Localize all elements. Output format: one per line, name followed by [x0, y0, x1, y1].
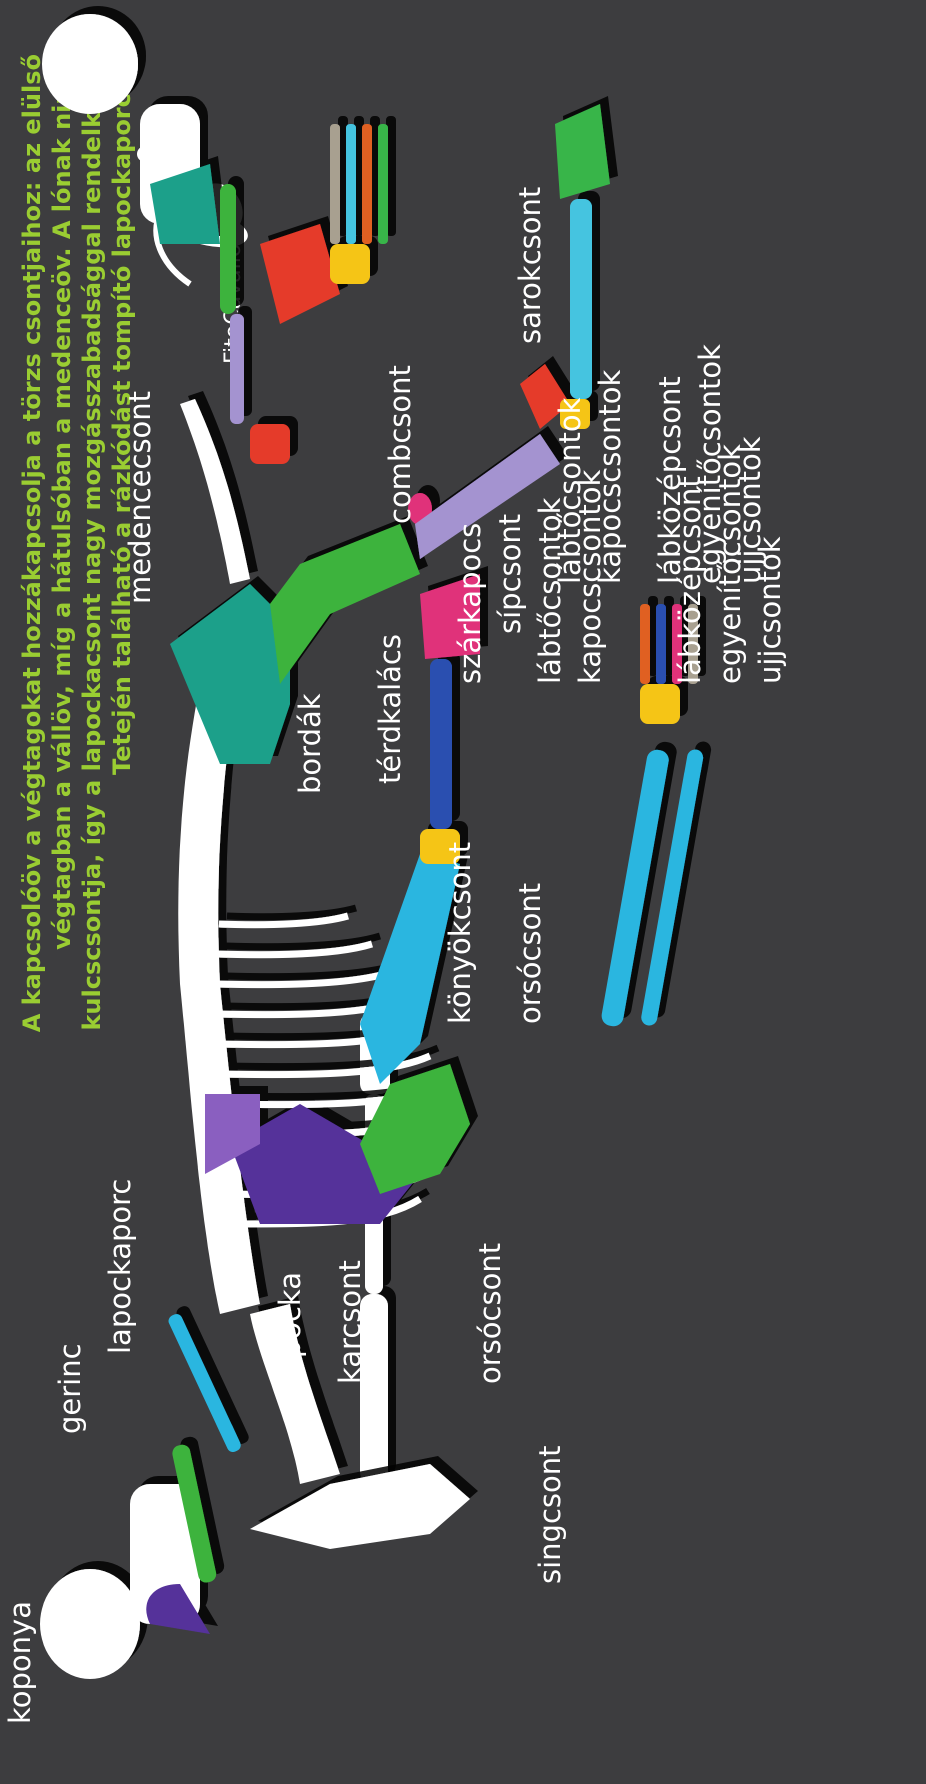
label-combcsont: combcsont — [383, 365, 417, 524]
detail-carpals — [640, 684, 680, 724]
label-egyenitocsontok-hind: egyenítőcsontok — [693, 344, 727, 584]
human-skull-left — [40, 1569, 140, 1679]
detail-calcaneus — [260, 224, 340, 324]
detail-metatarsal-2 — [346, 124, 356, 244]
label-koponya: koponya — [3, 1601, 37, 1724]
human-foot-right — [250, 424, 290, 464]
caption-line-3: kulcscsontja, így a lapockacsont nagy mo… — [78, 49, 106, 1031]
label-kapocscsontok-hind: kapocscsontok — [593, 369, 627, 584]
detail-metacarpal-2 — [656, 604, 666, 684]
horse-metacarpal — [430, 659, 452, 829]
detail-metatarsal-1 — [330, 124, 340, 244]
label-szarkapocs: szárkapocs — [453, 523, 487, 684]
human-forearm-left — [167, 1312, 243, 1454]
caption-block: A kapcsolóöv a végtagokat hozzákapcsolja… — [18, 49, 136, 1032]
label-sipcsont: sípcsont — [493, 514, 527, 634]
label-lapockaporc: lapockaporc — [103, 1179, 137, 1354]
label-orsocsont-fore: orsócsont — [513, 883, 547, 1024]
label-orsocsont-human: orsócsont — [473, 1243, 507, 1384]
human-scapula-left — [146, 1584, 210, 1634]
label-lapocka: lapocka — [273, 1272, 307, 1384]
horse-skull — [250, 1464, 470, 1549]
label-sarokcsont: sarokcsont — [513, 187, 547, 344]
label-konyokcsont: könyökcsont — [443, 842, 477, 1024]
label-singcsont: singcsont — [533, 1445, 567, 1584]
horse-metatarsal — [570, 199, 592, 399]
detail-metatarsal-4 — [378, 124, 388, 244]
horse-tail — [180, 399, 250, 584]
label-karcsont: karcsont — [333, 1260, 367, 1384]
detail-tarsals — [330, 244, 370, 284]
detail-metacarpal-1 — [640, 604, 650, 684]
label-terdkalacs: térdkalács — [373, 634, 407, 784]
caption-line-1: A kapcsolóöv a végtagokat hozzákapcsolja… — [18, 54, 46, 1032]
caption-line-2: végtagban a vállöv, míg a hátulsóban a m… — [48, 59, 76, 950]
label-ujjcsontok-hind: ujjcsontok — [733, 436, 767, 584]
label-gerinc: gerinc — [53, 1343, 87, 1434]
hindfoot-detail — [260, 124, 388, 324]
label-labkozepcsont-hind: lábközépcsont — [653, 376, 687, 584]
detail-metatarsal-3 — [362, 124, 372, 244]
label-medencecsont: medencecsont — [123, 391, 157, 604]
label-labtocsontok-hind: lábtőcsontok — [553, 397, 587, 584]
human-tibia-right — [230, 314, 244, 424]
human-femur-right — [220, 184, 236, 314]
human-skull-right — [42, 14, 138, 114]
horse-hind-phalanges — [555, 104, 610, 199]
label-bordak: bordák — [293, 693, 327, 794]
